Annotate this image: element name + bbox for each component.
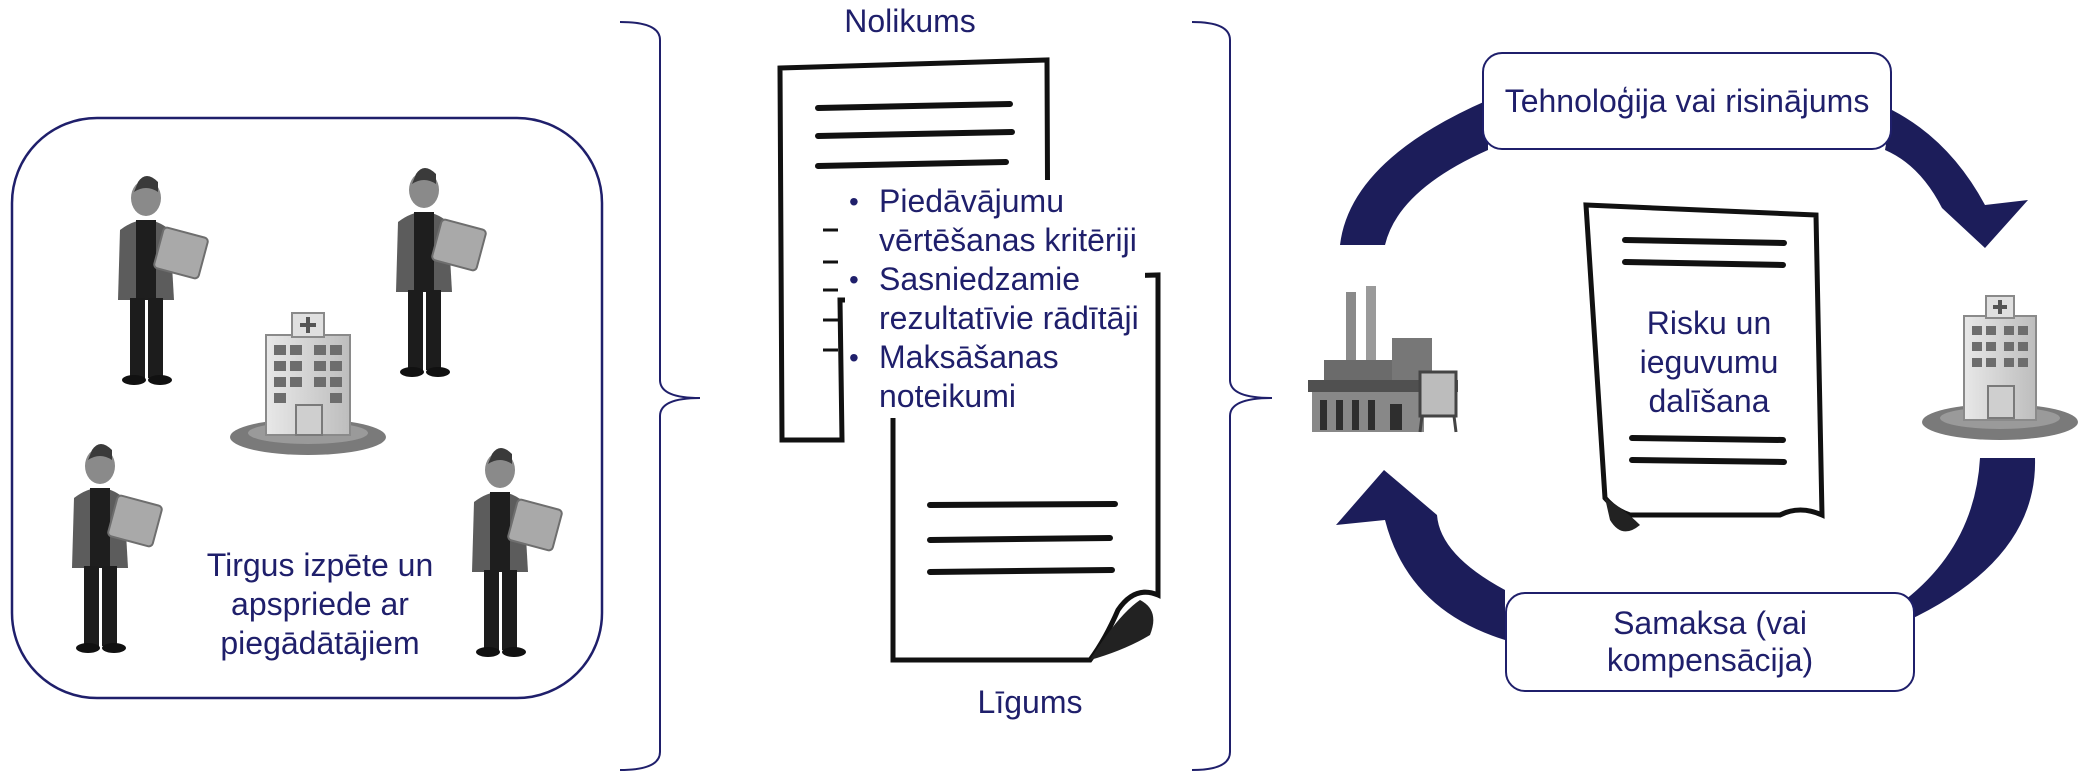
cycle-arrow-bottom-left <box>1336 470 1505 640</box>
payment-label: Samaksa (vai kompensācija) <box>1606 605 1814 678</box>
person-icon <box>472 448 563 657</box>
person-icon <box>118 176 209 385</box>
right-brace <box>1191 21 1273 771</box>
technology-label: Tehnoloģija vai risinājums <box>1504 82 1870 119</box>
risk-sharing-text: Risku un ieguvumu dalīšana <box>1624 302 1794 423</box>
hospital-icon <box>230 312 386 455</box>
hospital-icon <box>1922 295 2078 440</box>
cycle-arrow-top-left <box>1340 100 1488 245</box>
ligums-label: Līgums <box>977 684 1083 720</box>
market-panel-caption: Tirgus izpēte un apspriede ar piegādātāj… <box>206 547 434 661</box>
cycle-arrow-bottom-right <box>1905 458 2036 622</box>
left-brace <box>619 21 701 771</box>
criteria-item: Piedāvājumu vērtēšanas kritēriji <box>845 182 1145 260</box>
criteria-item: Sasniedzamie rezultatīvie rādītāji <box>845 260 1145 338</box>
nolikums-label: Nolikums <box>844 3 976 39</box>
person-icon <box>396 168 487 377</box>
technology-label-box: Tehnoloģija vai risinājums <box>1482 52 1892 150</box>
payment-label-box: Samaksa (vai kompensācija) <box>1505 592 1915 692</box>
cycle-arrow-top-right <box>1885 110 2028 248</box>
person-icon <box>72 444 163 653</box>
factory-icon <box>1308 286 1458 433</box>
criteria-item: Maksāšanas noteikumi <box>845 338 1145 416</box>
criteria-list: Piedāvājumu vērtēšanas kritēriji Sasnied… <box>845 180 1145 418</box>
